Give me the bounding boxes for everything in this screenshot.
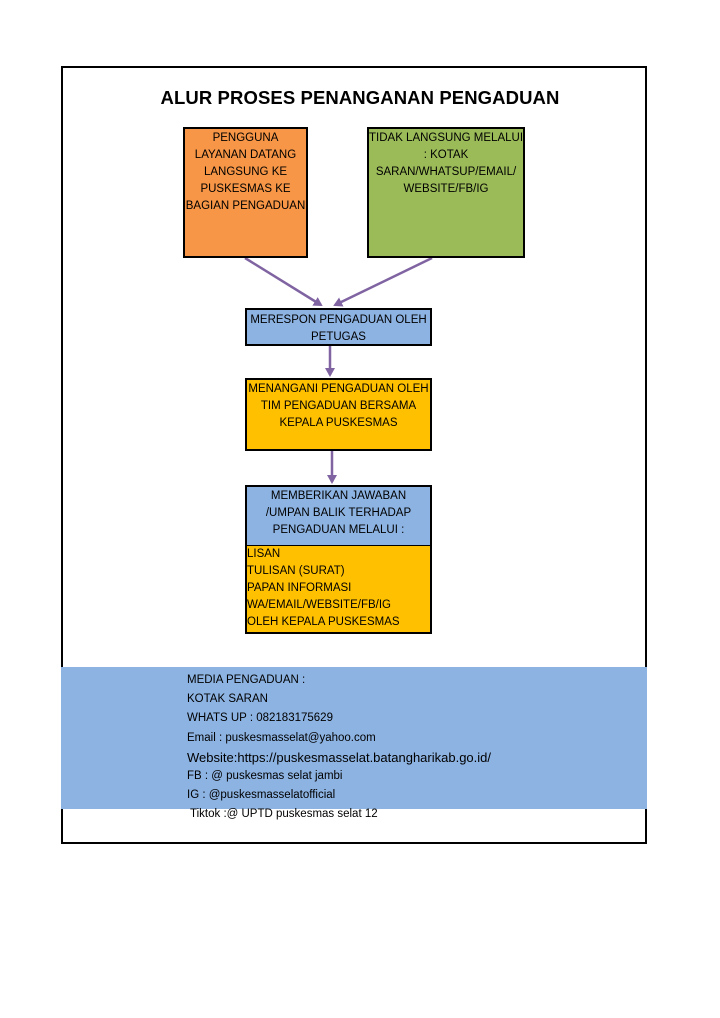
box-line: PENGGUNA: [212, 132, 279, 144]
media-facebook: FB : @ puskesmas selat jambi: [187, 770, 343, 783]
media-instagram: IG : @puskesmasselatofficial: [187, 789, 336, 802]
channel-item: OLEH KEPALA PUSKESMAS: [247, 616, 400, 628]
box-line: KEPALA PUSKESMAS: [279, 417, 398, 429]
box-answer: MEMBERIKAN JAWABAN /UMPAN BALIK TERHADAP…: [245, 485, 432, 546]
channel-item: LISAN: [247, 548, 281, 560]
box-line: MEMBERIKAN JAWABAN: [270, 490, 407, 502]
box-line: WEBSITE/FB/IG: [403, 183, 489, 195]
channel-item: WA/EMAIL/WEBSITE/FB/IG: [247, 599, 391, 611]
box-line: TIDAK LANGSUNG MELALUI: [369, 132, 524, 144]
media-list: MEDIA PENGADUAN : KOTAK SARAN WHATS UP :…: [187, 671, 491, 825]
box-line: /UMPAN BALIK TERHADAP: [265, 507, 412, 519]
media-kotak-saran: KOTAK SARAN: [187, 693, 268, 706]
box-answer-channels: LISAN TULISAN (SURAT) PAPAN INFORMASI WA…: [245, 545, 432, 634]
media-heading: MEDIA PENGADUAN :: [187, 674, 306, 686]
box-line: BAGIAN PENGADUAN: [185, 200, 306, 212]
media-website: Website:https://puskesmasselat.batanghar…: [187, 749, 491, 765]
channel-item: PAPAN INFORMASI: [247, 582, 352, 594]
media-tiktok: Tiktok :@ UPTD puskesmas selat 12: [190, 808, 378, 821]
arrow-indirect-to-respond: [333, 256, 433, 307]
box-direct-visit: PENGGUNA LAYANAN DATANG LANGSUNG KE PUSK…: [183, 127, 308, 258]
box-line: PUSKESMAS KE: [200, 183, 291, 195]
box-line: SARAN/WHATSUP/EMAIL/: [375, 166, 517, 178]
media-panel: [61, 667, 647, 809]
box-line: TIM PENGADUAN BERSAMA: [260, 400, 417, 412]
box-line: MENANGANI PENGADUAN OLEH: [248, 383, 429, 395]
box-line: LAYANAN DATANG: [194, 149, 297, 161]
channel-item: TULISAN (SURAT): [247, 565, 345, 577]
box-respond: MERESPON PENGADUAN OLEH PETUGAS: [245, 308, 432, 346]
page-title: ALUR PROSES PENANGANAN PENGADUAN: [160, 87, 560, 108]
media-whatsapp: WHATS UP : 082183175629: [187, 712, 333, 725]
box-line: MERESPON PENGADUAN OLEH: [250, 314, 427, 326]
arrow-direct-to-respond: [244, 256, 323, 307]
box-line: : KOTAK: [423, 149, 469, 161]
box-line: LANGSUNG KE: [203, 166, 288, 178]
box-line: PETUGAS: [311, 331, 366, 343]
box-handle: MENANGANI PENGADUAN OLEH TIM PENGADUAN B…: [245, 378, 432, 451]
media-email: Email : puskesmasselat@yahoo.com: [187, 731, 376, 744]
box-line: PENGADUAN MELALUI :: [272, 524, 405, 536]
box-indirect-channels: TIDAK LANGSUNG MELALUI : KOTAK SARAN/WHA…: [367, 127, 525, 258]
